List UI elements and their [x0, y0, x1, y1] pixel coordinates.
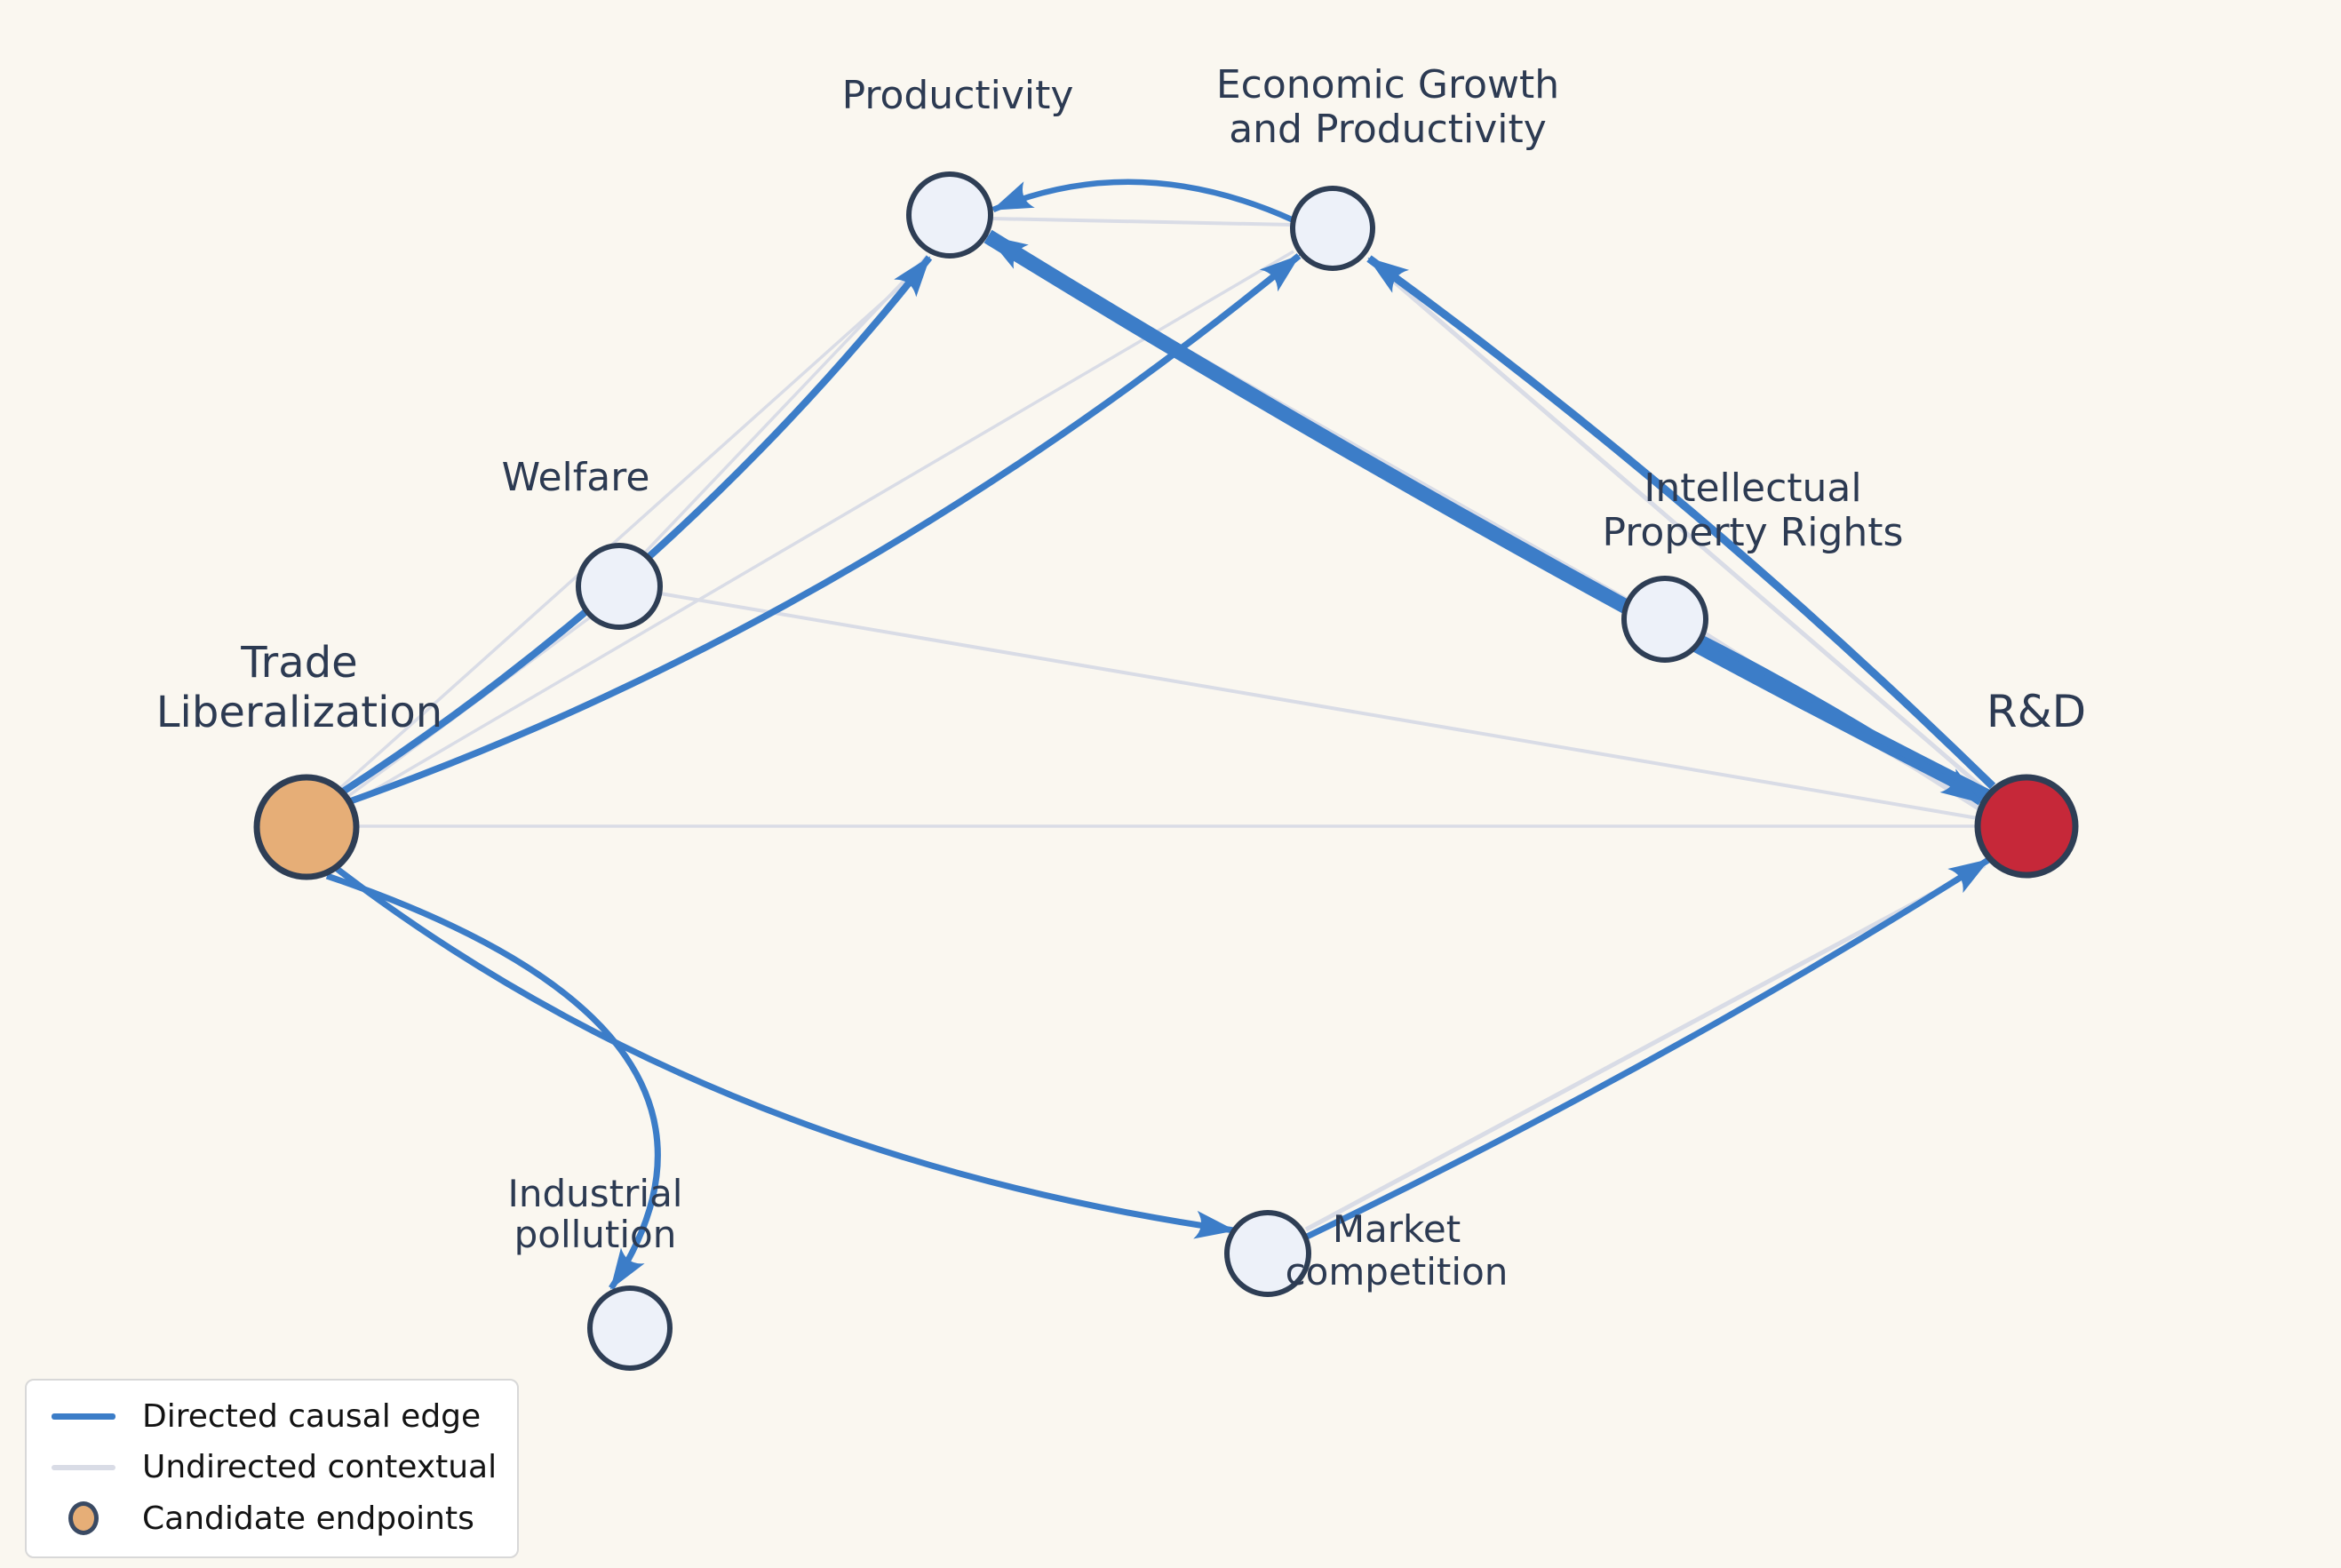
edge-market-competition-to-rnd — [1305, 857, 1990, 1240]
edge-intellectual-property-rights-to-rnd — [1700, 635, 1983, 806]
edge-rnd-to-productivity — [983, 229, 1991, 804]
edge-welfare--rnd — [659, 592, 1979, 820]
legend: Directed causal edge Undirected contextu… — [25, 1379, 519, 1559]
legend-label-endpoints: Candidate endpoints — [142, 1500, 474, 1537]
edge-economic-growth--productivity — [991, 217, 1294, 227]
label-welfare: Welfare — [502, 455, 650, 500]
legend-label-directed: Directed causal edge — [142, 1398, 482, 1435]
node-trade-liberalization — [253, 774, 360, 880]
node-welfare — [576, 543, 663, 630]
node-rnd — [1974, 774, 2079, 879]
label-rnd: R&D — [1987, 686, 2086, 737]
edge-economic-growth--rnd — [1366, 258, 1994, 798]
legend-item-endpoints: Candidate endpoints — [50, 1500, 494, 1537]
node-intellectual-property-rights — [1621, 576, 1708, 663]
edge-trade-liberalization--productivity — [339, 262, 928, 789]
undirected-edge-swatch-icon — [52, 1465, 115, 1471]
edge-trade-liberalization-to-productivity — [338, 255, 933, 797]
directed-edge-swatch-icon — [52, 1413, 115, 1421]
node-productivity — [906, 171, 993, 259]
edge-market-competition--rnd — [1304, 863, 1987, 1232]
edge-economic-growth-to-productivity — [991, 179, 1295, 223]
edge-rnd-to-economic-growth — [1366, 255, 1996, 790]
nodes-layer — [253, 171, 2079, 1371]
node-industrial-pollution — [587, 1285, 673, 1371]
edge-trade-liberalization--economic-growth — [351, 250, 1294, 805]
edges-layer — [325, 179, 1996, 1290]
legend-item-directed: Directed causal edge — [50, 1398, 494, 1435]
legend-label-undirected: Undirected contextual — [142, 1449, 498, 1486]
candidate-endpoint-swatch-icon — [68, 1501, 99, 1536]
legend-item-undirected: Undirected contextual — [50, 1449, 498, 1486]
edge-trade-liberalization-to-industrial-pollution — [325, 872, 661, 1290]
edge-trade-liberalization-to-market-competition — [333, 865, 1236, 1239]
node-economic-growth — [1290, 186, 1375, 271]
edge-trade-liberalization-to-economic-growth — [348, 253, 1302, 805]
edge-welfare--productivity — [641, 254, 929, 556]
node-market-competition — [1224, 1210, 1311, 1297]
label-productivity: Productivity — [842, 73, 1074, 118]
